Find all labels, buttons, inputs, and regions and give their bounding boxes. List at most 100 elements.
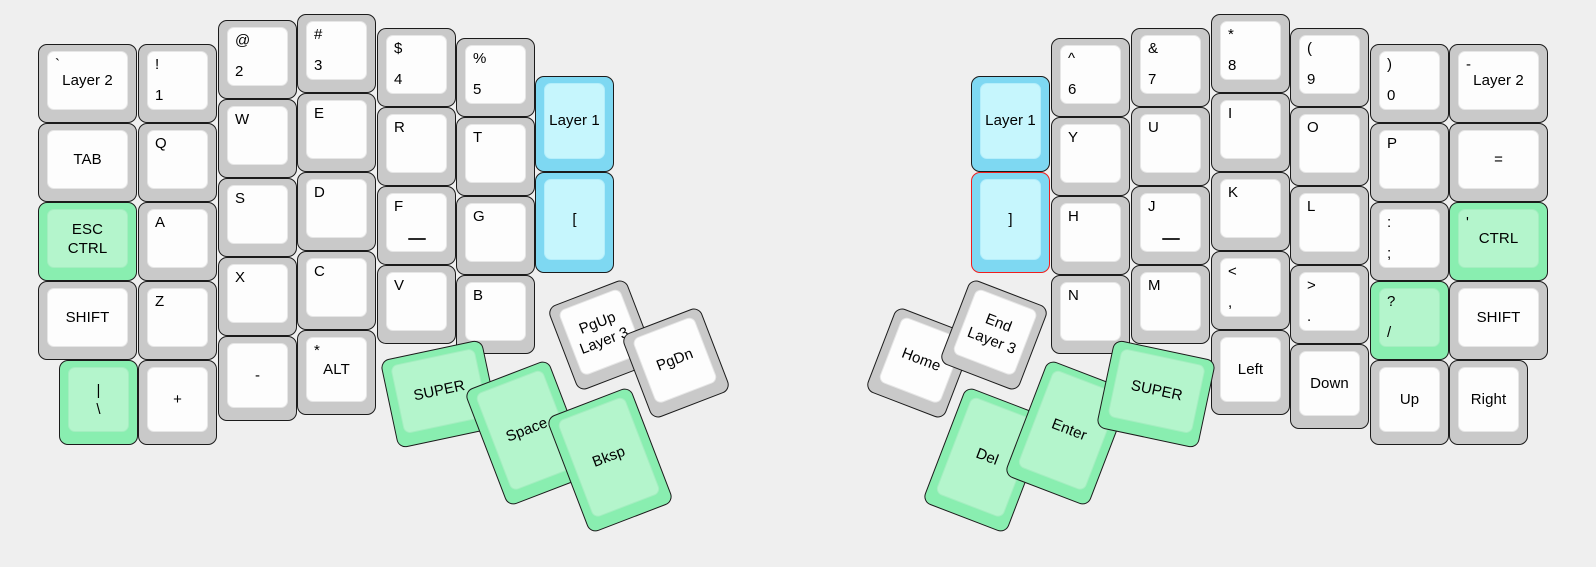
key-down[interactable]: Down xyxy=(1290,344,1369,429)
key-[interactable]: &7 xyxy=(1131,28,1210,107)
key-[interactable]: = xyxy=(1449,123,1548,202)
keycap: Q xyxy=(147,130,208,189)
key-v[interactable]: V xyxy=(377,265,456,344)
key-[interactable]: ?/ xyxy=(1370,281,1449,360)
key-u[interactable]: U xyxy=(1131,107,1210,186)
key-k[interactable]: K xyxy=(1211,172,1290,251)
legend-top: D xyxy=(314,184,325,201)
key-layer-2[interactable]: `Layer 2 xyxy=(38,44,137,123)
key-z[interactable]: Z xyxy=(138,281,217,360)
legend-top: : xyxy=(1387,214,1392,231)
key-f[interactable]: F xyxy=(377,186,456,265)
legend-top: ! xyxy=(155,56,160,73)
key-s[interactable]: S xyxy=(218,178,297,257)
key-g[interactable]: G xyxy=(456,196,535,275)
key-right[interactable]: Right xyxy=(1449,360,1528,445)
keycap: X xyxy=(227,264,288,323)
key-tab[interactable]: TAB xyxy=(38,123,137,202)
key-t[interactable]: T xyxy=(456,117,535,196)
keycap: 'CTRL xyxy=(1458,209,1539,268)
key-m[interactable]: M xyxy=(1131,265,1210,344)
legend-top: W xyxy=(235,111,250,128)
key-[interactable]: [ xyxy=(535,172,614,273)
legend-center: TAB xyxy=(73,150,102,168)
legend-top: * xyxy=(314,342,320,359)
keycap: SHIFT xyxy=(1458,288,1539,347)
keycap: O xyxy=(1299,114,1360,173)
key-[interactable]: )0 xyxy=(1370,44,1449,123)
keycap: K xyxy=(1220,179,1281,238)
key-a[interactable]: A xyxy=(138,202,217,281)
legend-center: SHIFT xyxy=(1476,308,1521,326)
keycap: G xyxy=(465,203,526,262)
legend-center: Up xyxy=(1399,390,1420,408)
key-i[interactable]: I xyxy=(1211,93,1290,172)
legend-center: - xyxy=(254,366,261,384)
legend-top: R xyxy=(394,119,405,136)
keycap: Left xyxy=(1220,337,1281,402)
key-[interactable]: (9 xyxy=(1290,28,1369,107)
keycap: !1 xyxy=(147,51,208,110)
key-d[interactable]: D xyxy=(297,172,376,251)
keycap: | \ xyxy=(68,367,129,432)
key-q[interactable]: Q xyxy=(138,123,217,202)
key-layer-1[interactable]: Layer 1 xyxy=(535,76,614,172)
keycap: $4 xyxy=(386,35,447,94)
key-x[interactable]: X xyxy=(218,257,297,336)
keycap: SHIFT xyxy=(47,288,128,347)
key-[interactable]: <, xyxy=(1211,251,1290,330)
keycap: Down xyxy=(1299,351,1360,416)
key-esc-ctrl[interactable]: ESC CTRL xyxy=(38,202,137,281)
key-up[interactable]: Up xyxy=(1370,360,1449,445)
key-layer-1[interactable]: Layer 1 xyxy=(971,76,1050,172)
key-[interactable]: *8 xyxy=(1211,14,1290,93)
legend-bottom: 3 xyxy=(314,57,323,75)
key-[interactable]: | \ xyxy=(59,360,138,445)
key-h[interactable]: H xyxy=(1051,196,1130,275)
key-[interactable]: ] xyxy=(971,172,1050,273)
legend-bottom: 7 xyxy=(1148,71,1157,89)
key-[interactable]: + xyxy=(138,360,217,445)
legend-center: = xyxy=(1494,150,1503,168)
keycap: C xyxy=(306,258,367,317)
key-alt[interactable]: *ALT xyxy=(297,330,376,415)
key-[interactable]: $4 xyxy=(377,28,456,107)
keycap: &7 xyxy=(1140,35,1201,94)
key-shift[interactable]: SHIFT xyxy=(1449,281,1548,360)
key-p[interactable]: P xyxy=(1370,123,1449,202)
legend-top: Z xyxy=(155,293,165,310)
key-[interactable]: ^6 xyxy=(1051,38,1130,117)
legend-top: ' xyxy=(1466,214,1469,231)
key-o[interactable]: O xyxy=(1290,107,1369,186)
key-ctrl[interactable]: 'CTRL xyxy=(1449,202,1548,281)
legend-top: $ xyxy=(394,40,403,57)
legend-top: @ xyxy=(235,32,251,49)
key-w[interactable]: W xyxy=(218,99,297,178)
keycap: #3 xyxy=(306,21,367,80)
keycap: @2 xyxy=(227,27,288,86)
keycap: >. xyxy=(1299,272,1360,331)
key-[interactable]: !1 xyxy=(138,44,217,123)
key-[interactable]: :; xyxy=(1370,202,1449,281)
keycap: Layer 1 xyxy=(980,83,1041,159)
key-shift[interactable]: SHIFT xyxy=(38,281,137,360)
key-[interactable]: - xyxy=(218,336,297,421)
legend-top: K xyxy=(1228,184,1239,201)
key-r[interactable]: R xyxy=(377,107,456,186)
key-[interactable]: %5 xyxy=(456,38,535,117)
key-layer-2[interactable]: -Layer 2 xyxy=(1449,44,1548,123)
key-l[interactable]: L xyxy=(1290,186,1369,265)
key-[interactable]: #3 xyxy=(297,14,376,93)
key-[interactable]: >. xyxy=(1290,265,1369,344)
key-left[interactable]: Left xyxy=(1211,330,1290,415)
key-b[interactable]: B xyxy=(456,275,535,354)
legend-top: J xyxy=(1148,198,1156,215)
legend-top: < xyxy=(1228,263,1237,280)
key-[interactable]: @2 xyxy=(218,20,297,99)
key-j[interactable]: J xyxy=(1131,186,1210,265)
legend-center: Layer 2 xyxy=(62,71,113,89)
key-e[interactable]: E xyxy=(297,93,376,172)
key-y[interactable]: Y xyxy=(1051,117,1130,196)
keycap: End Layer 3 xyxy=(951,287,1039,377)
key-c[interactable]: C xyxy=(297,251,376,330)
